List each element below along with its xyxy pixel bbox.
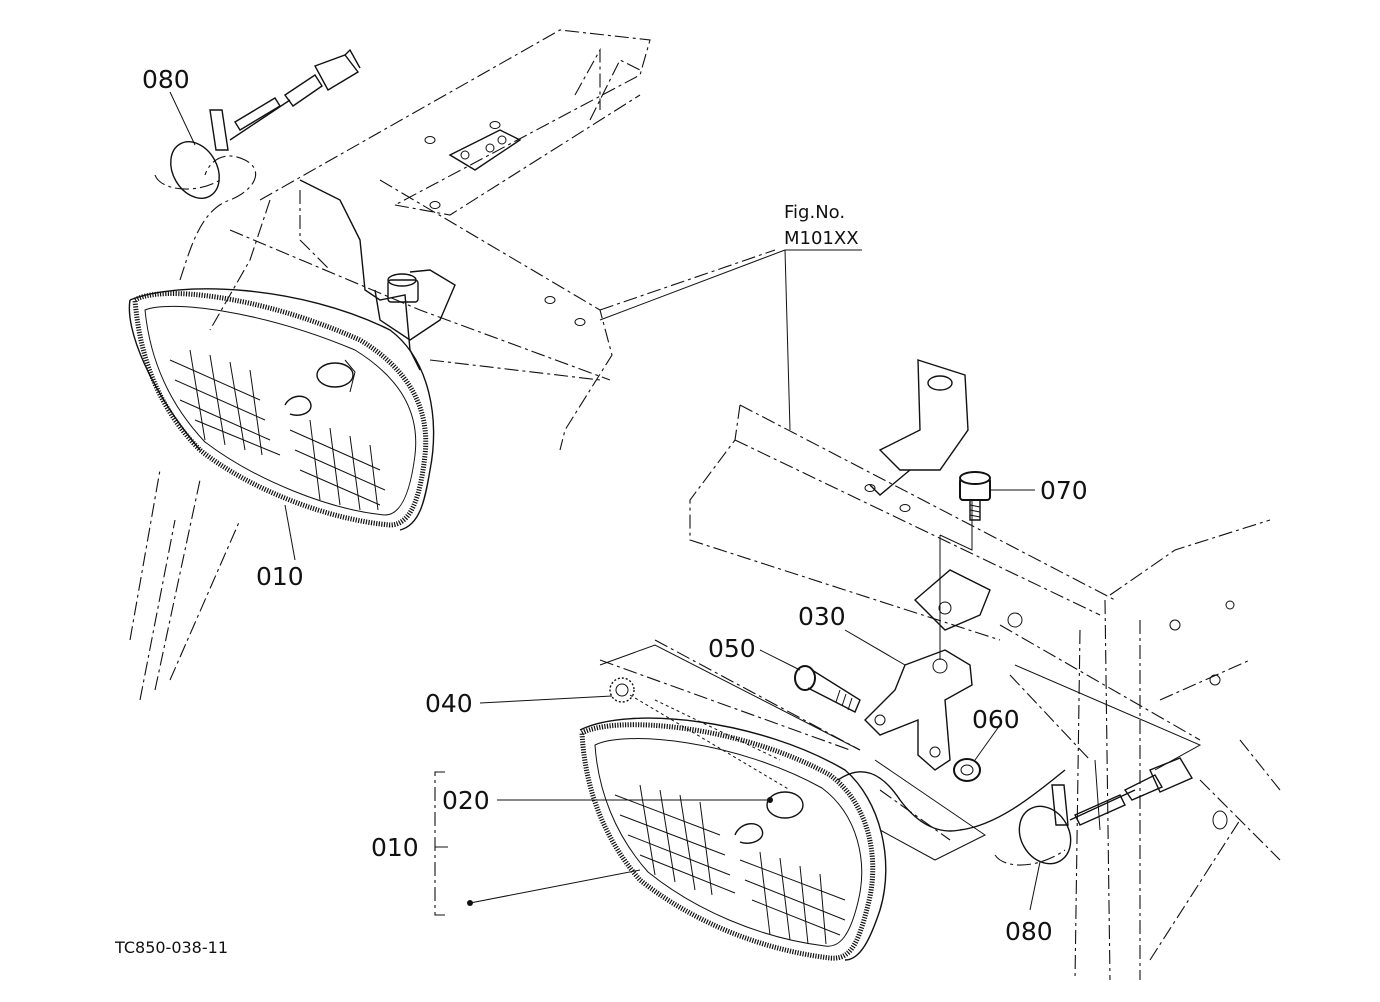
callout-030: 030 — [798, 602, 846, 631]
frame-holes — [424, 121, 1235, 830]
callout-labels: 080 010 Fig.No. M101XX 070 030 050 040 0… — [114, 65, 1088, 957]
callout-070: 070 — [1040, 476, 1088, 505]
leader-lines — [169, 91, 1041, 911]
callout-010-top: 010 — [256, 562, 304, 591]
callout-010-group: 010 — [371, 833, 419, 862]
mounting-plate — [913, 569, 991, 631]
wiring-harness-upper — [154, 48, 361, 281]
wiring-harness-lower — [837, 757, 1194, 866]
callout-060: 060 — [972, 705, 1020, 734]
frame-bracket-upper-right — [869, 359, 969, 496]
nut-060 — [953, 758, 981, 782]
callout-020: 020 — [442, 786, 490, 815]
callout-040: 040 — [425, 689, 473, 718]
callout-080-bottom: 080 — [1005, 917, 1053, 946]
bolt-050 — [794, 665, 861, 713]
fig-no-label: Fig.No. — [784, 202, 845, 223]
washer-040 — [609, 677, 635, 703]
bracket-030 — [864, 649, 973, 771]
group-bracket-010 — [434, 771, 445, 916]
work-lamp-lower — [579, 717, 887, 961]
top-frame-plate — [448, 129, 522, 171]
bolt-070 — [959, 471, 991, 521]
assembly-guide-lines — [599, 500, 1202, 861]
callout-080-top: 080 — [142, 65, 190, 94]
drawing-code: TC850-038-11 — [114, 938, 228, 957]
work-lamp-upper — [128, 179, 456, 531]
tractor-frame-outline — [129, 29, 1281, 981]
callout-050: 050 — [708, 634, 756, 663]
fig-no-value: M101XX — [784, 228, 859, 249]
